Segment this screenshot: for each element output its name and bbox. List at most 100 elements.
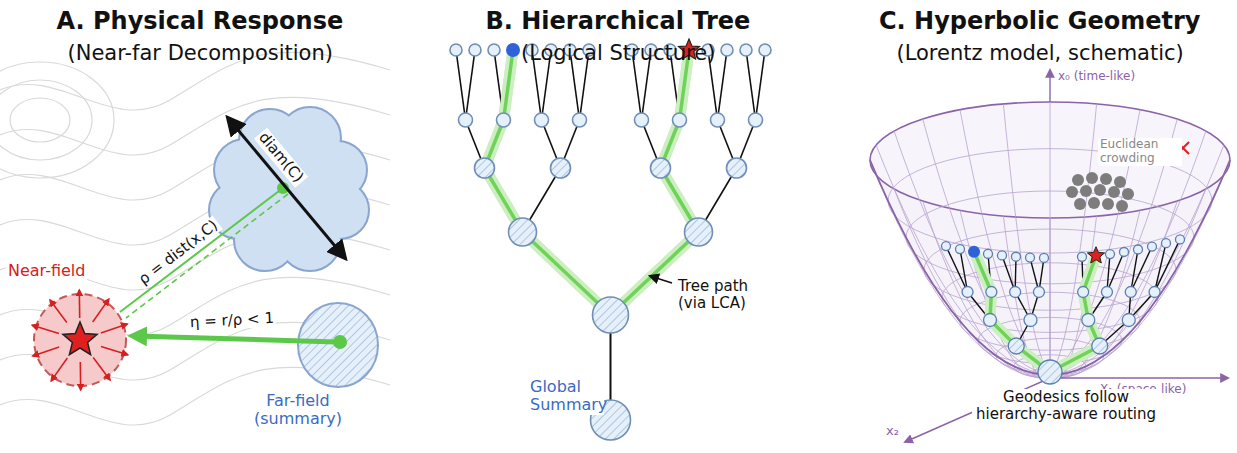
tree-node [721, 44, 733, 56]
grid-line [960, 210, 1050, 378]
tree-node [1162, 239, 1171, 248]
far-field-center [333, 335, 347, 349]
tree-node [685, 218, 713, 246]
crowded-point [1080, 185, 1092, 197]
tree-node [1078, 252, 1087, 261]
pointer-arrow [650, 276, 672, 283]
response-arrow [32, 325, 59, 333]
tree-node [1092, 338, 1108, 354]
tree-edge [466, 50, 476, 120]
crowded-point [1122, 188, 1134, 200]
tree-node [1134, 245, 1143, 254]
response-arrow [93, 299, 109, 322]
response-arrow [50, 300, 67, 322]
tree-edge [746, 50, 756, 120]
dimension-label: diam(C) [254, 127, 308, 187]
tree-node [1148, 242, 1157, 251]
tree-node [1176, 235, 1185, 244]
grid-line [923, 119, 1050, 375]
callout-label: Tree path (via LCA) [676, 278, 775, 313]
source-leaf [506, 43, 520, 57]
contour-line [10, 98, 70, 142]
tree-node [1106, 250, 1115, 259]
tree-edge [960, 249, 968, 292]
contour-line [0, 62, 114, 178]
tree-node [573, 113, 587, 127]
response-arrow [51, 358, 67, 381]
tree-node [488, 44, 500, 56]
grid-line [876, 145, 1050, 375]
tree-path [974, 252, 1100, 372]
axis-label: x₀ (time-like) [1058, 70, 1135, 84]
tree-node [1024, 314, 1037, 327]
tree-node [1120, 247, 1129, 256]
tree-node [1040, 253, 1049, 262]
tree-panel [450, 39, 771, 440]
crowded-point [1116, 200, 1128, 212]
crowded-point [1086, 172, 1098, 184]
response-arrow [101, 347, 128, 355]
node-label: Global Summary [528, 378, 604, 415]
tree-node [497, 113, 511, 127]
tree-node [984, 314, 997, 327]
tree-node [1012, 252, 1021, 261]
panel-title: A. Physical Response [57, 8, 344, 36]
annotation: Euclidean crowding [1098, 138, 1182, 166]
surface-outline [870, 160, 1230, 375]
grid-line [870, 160, 1050, 375]
tree-node [1038, 360, 1062, 384]
tree-edge [756, 50, 766, 120]
tree-node [475, 158, 495, 178]
caption-note: Geodesics follow hierarchy-aware routing [972, 389, 1161, 424]
tree-edge [718, 50, 728, 120]
response-arrow [93, 358, 110, 380]
tree-node [711, 113, 725, 127]
tree-node [593, 297, 629, 333]
tree-node [1122, 314, 1135, 327]
tree-node [651, 158, 671, 178]
tree-edge [1155, 243, 1166, 292]
crowded-point [1108, 186, 1120, 198]
tree-node [1078, 287, 1089, 298]
panel-title: C. Hyperbolic Geometry [879, 8, 1201, 36]
grid-line [1050, 102, 1051, 375]
tree-node [1082, 314, 1095, 327]
crowded-point [1094, 184, 1106, 196]
crowded-point [1072, 174, 1084, 186]
tree-node [1033, 287, 1044, 298]
path-glow [485, 50, 699, 315]
tree-node [727, 158, 747, 178]
target-star [63, 322, 97, 355]
crowded-point [1100, 173, 1112, 185]
tree-node [986, 287, 997, 298]
panel-subtitle: (Lorentz model, schematic) [897, 41, 1184, 65]
tree-node [551, 158, 571, 178]
crowded-point [1102, 198, 1114, 210]
tree-node [749, 113, 763, 127]
tree-node [962, 287, 973, 298]
tree-node [1125, 287, 1136, 298]
response-arrow [101, 324, 128, 333]
path-glow [974, 252, 1100, 372]
physical-panel [0, 52, 390, 425]
panel-subtitle: (Near-far Decomposition) [68, 41, 333, 65]
tree-edge [456, 50, 466, 120]
grid-line [1050, 145, 1224, 375]
source-leaf [968, 246, 980, 258]
tree-node [1008, 338, 1024, 354]
tree-path [974, 252, 1100, 372]
axis-x1 [1050, 377, 1228, 378]
tree-node [469, 44, 481, 56]
crowded-point [1074, 198, 1086, 210]
hyperbolic-panel [870, 70, 1230, 442]
path-glow [974, 252, 1100, 372]
tree-node [956, 245, 965, 254]
response-arrow [33, 347, 60, 356]
tree-path [485, 50, 699, 315]
grid-line [894, 131, 1050, 375]
panel-title: B. Hierarchical Tree [486, 8, 751, 36]
target-leaf [1087, 247, 1104, 263]
